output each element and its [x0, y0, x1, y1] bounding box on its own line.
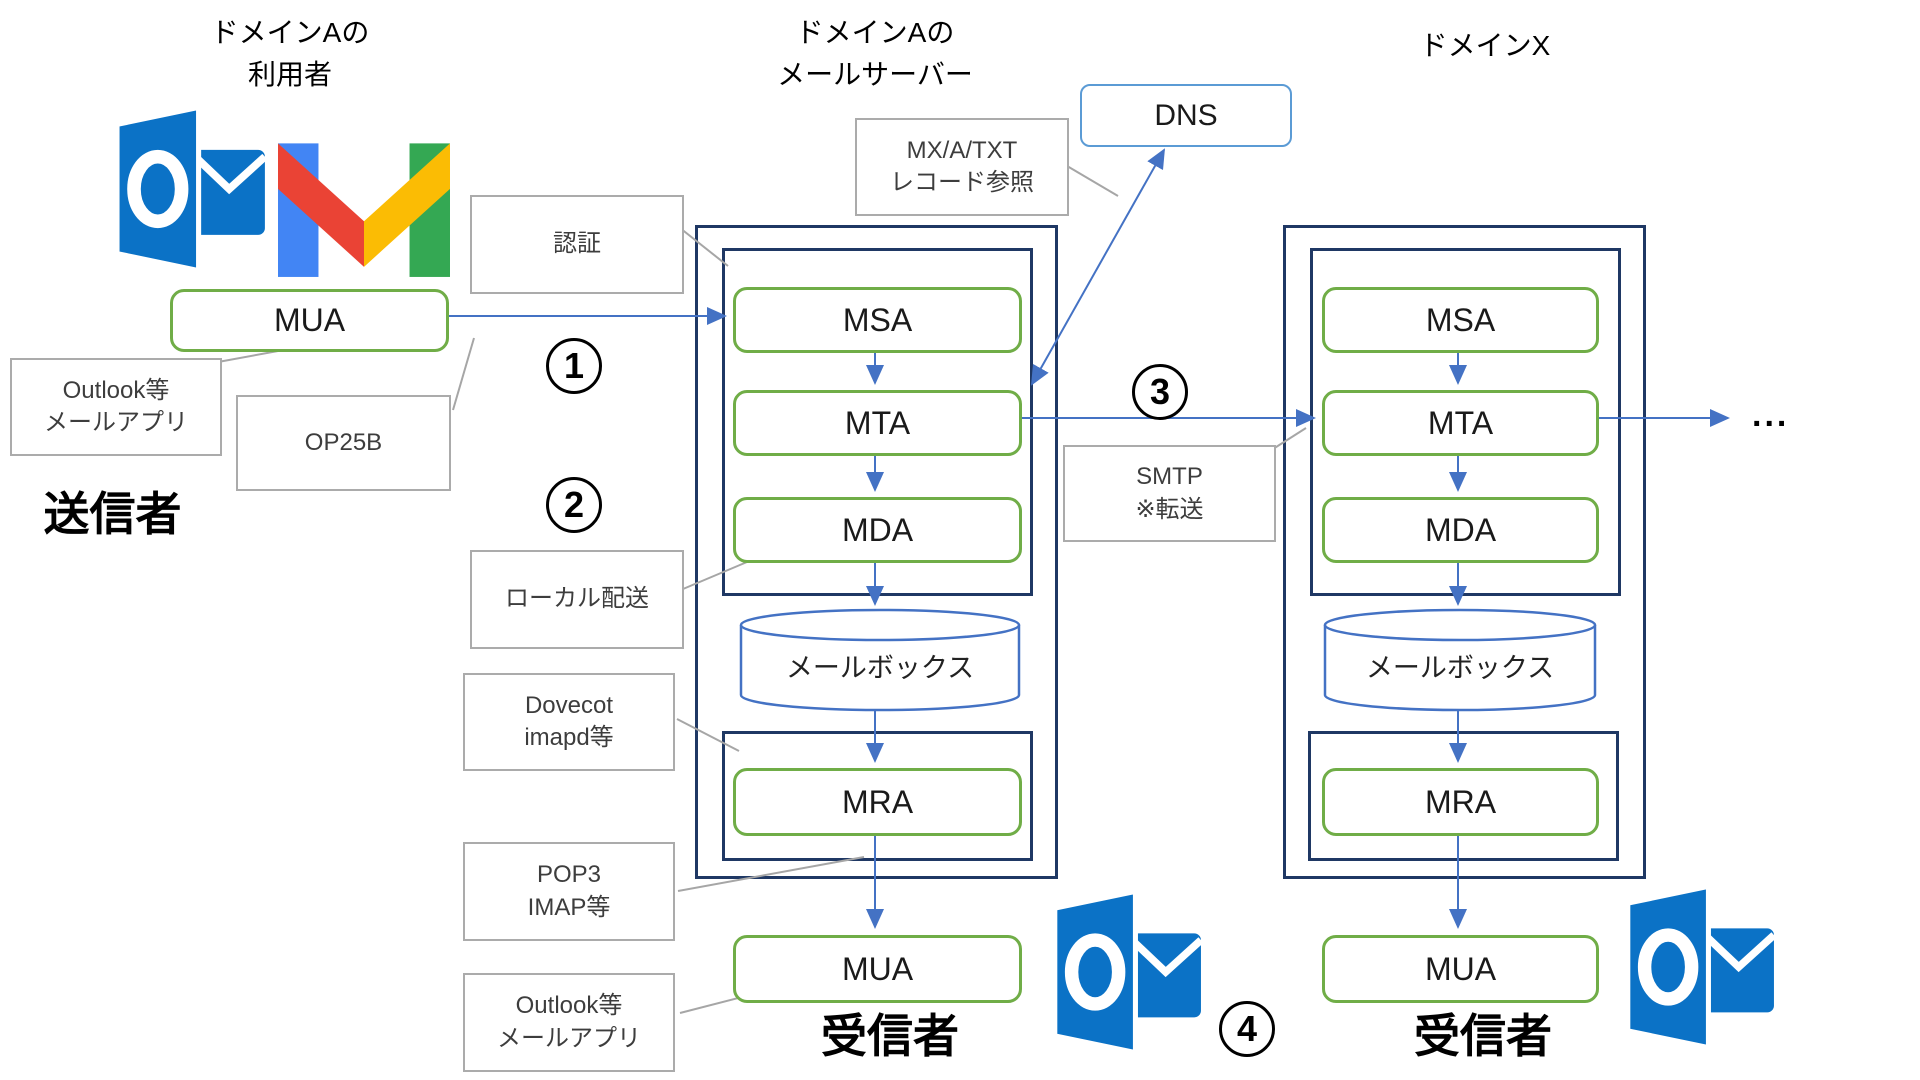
sender-mua-label: MUA	[273, 302, 346, 338]
step-2-number: 2	[563, 484, 585, 525]
msa-label: MSA	[842, 301, 913, 338]
receiver-mua-label: MUA	[1424, 950, 1497, 987]
arrow-mta-dns-lookup	[1031, 148, 1165, 386]
mailbox-label-domain-x: メールボックス	[1365, 653, 1555, 683]
msa-box-domain-x: MSA	[1322, 287, 1599, 353]
continuation-ellipsis: ...	[1752, 396, 1790, 434]
callout-smtp: SMTP ※転送	[1063, 445, 1276, 542]
leader-dovecot	[676, 718, 740, 752]
leader-pop3-imap	[677, 856, 865, 892]
callout-dovecot: Dovecot imapd等	[463, 673, 675, 771]
mailbox-cylinder-domain-x	[1323, 608, 1597, 712]
domain-x-server-frame	[1283, 225, 1646, 879]
mailbox-cylinder-domain-a	[739, 608, 1021, 712]
step-3-badge: 3	[1132, 364, 1188, 420]
mailbox-label-domain-a: メールボックス	[785, 653, 975, 683]
mra-label: MRA	[841, 783, 914, 820]
sender-mua-box: MUA	[170, 289, 449, 352]
step-4-number: 4	[1236, 1008, 1258, 1049]
dns-box: DNS	[1080, 84, 1292, 147]
sender-label: 送信者	[43, 488, 182, 540]
leader-auth	[679, 227, 729, 267]
receiver-label-domain-x: 受信者	[1414, 1010, 1552, 1062]
mda-label: MDA	[1424, 511, 1497, 548]
step-1-number: 1	[563, 345, 585, 386]
outlook-icon	[100, 103, 270, 280]
outlook-icon-receiver-x	[1610, 883, 1780, 1056]
mra-label: MRA	[1424, 783, 1497, 820]
mta-box-domain-a: MTA	[733, 390, 1022, 456]
callout-mx-records: MX/A/TXT レコード参照	[855, 118, 1069, 216]
callout-outlook-app: Outlook等 メールアプリ	[10, 358, 222, 456]
mta-label: MTA	[1427, 404, 1494, 441]
mra-box-domain-a: MRA	[733, 768, 1022, 836]
mda-box-domain-a: MDA	[733, 497, 1022, 563]
domain-a-server-frame	[695, 225, 1058, 879]
outlook-icon-receiver-a	[1038, 888, 1206, 1061]
receiver-mua-label: MUA	[841, 950, 914, 987]
gmail-icon	[278, 115, 450, 282]
callout-outlook-app-receiver: Outlook等 メールアプリ	[463, 973, 675, 1072]
header-domain-a-mailserver: ドメインAの メールサーバー	[777, 17, 973, 90]
mda-label: MDA	[841, 511, 914, 548]
step-4-badge: 4	[1219, 1001, 1275, 1057]
msa-label: MSA	[1425, 301, 1496, 338]
receiver-mua-box-domain-a: MUA	[733, 935, 1022, 1003]
leader-op25b	[452, 337, 475, 411]
receiver-mua-box-domain-x: MUA	[1322, 935, 1599, 1003]
leader-local-delivery	[682, 561, 748, 590]
step-3-number: 3	[1149, 371, 1171, 412]
header-domain-a-users: ドメインAの 利用者	[210, 17, 370, 90]
step-1-badge: 1	[546, 338, 602, 394]
callout-local-delivery: ローカル配送	[470, 550, 684, 649]
mta-box-domain-x: MTA	[1322, 390, 1599, 456]
msa-box-domain-a: MSA	[733, 287, 1022, 353]
leader-mx-records	[1061, 162, 1119, 197]
callout-pop3-imap: POP3 IMAP等	[463, 842, 675, 941]
domain-a-retrieval-frame	[722, 731, 1033, 861]
leader-smtp	[1272, 427, 1307, 450]
mta-label: MTA	[844, 404, 911, 441]
callout-op25b: OP25B	[236, 395, 451, 491]
mra-box-domain-x: MRA	[1322, 768, 1599, 836]
step-2-badge: 2	[546, 477, 602, 533]
dns-label: DNS	[1154, 98, 1218, 132]
domain-x-retrieval-frame	[1308, 731, 1619, 861]
mda-box-domain-x: MDA	[1322, 497, 1599, 563]
callout-auth: 認証	[470, 195, 684, 294]
receiver-label-domain-a: 受信者	[821, 1010, 959, 1062]
header-domain-x: ドメインX	[1419, 30, 1551, 61]
